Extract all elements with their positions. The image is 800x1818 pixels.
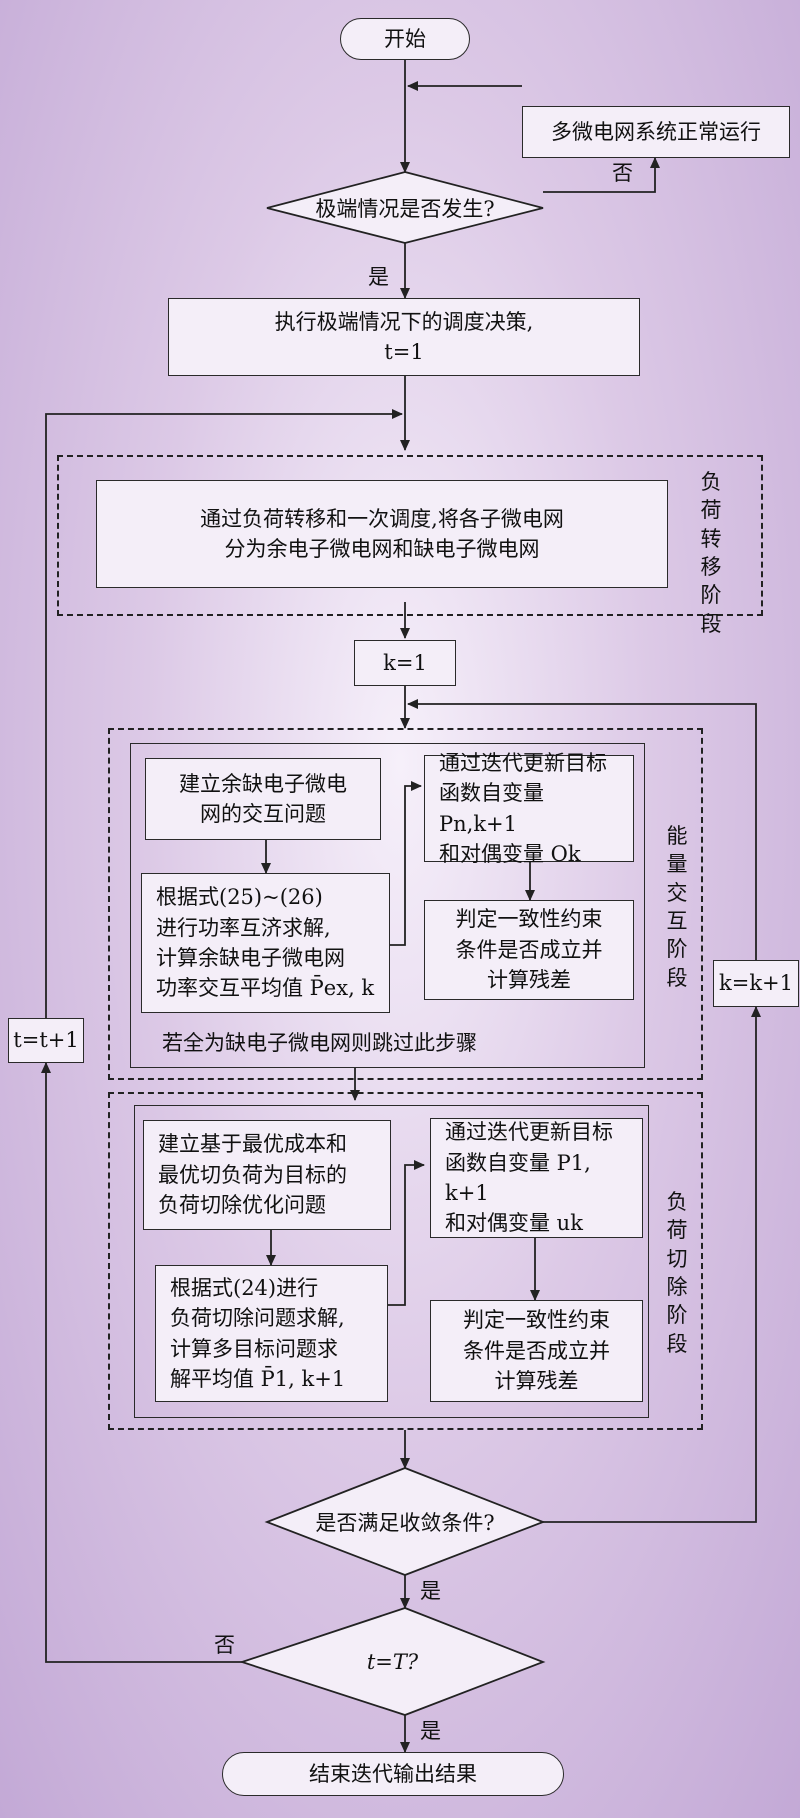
t-check-label: t=T? (366, 1649, 419, 1674)
build-interaction-box: 建立余缺电子微电 网的交互问题 (145, 758, 381, 840)
energy-interaction-stage-label: 能量交互阶段 (666, 824, 688, 990)
edge-label-no-t: 否 (214, 1633, 235, 1657)
energy-interaction-stage-frame (108, 728, 703, 1080)
load-transfer-stage-frame (57, 455, 763, 616)
arrow-solve-to-update (388, 781, 422, 946)
skip-note: 若全为缺电子微电网则跳过此步骤 (162, 1031, 477, 1055)
arrow-no-to-normal (543, 157, 660, 193)
solve-shedding-box: 根据式(24)进行 负荷切除问题求解, 计算多目标问题求 解平均值 P̄1, k… (155, 1265, 388, 1402)
converge-check-diamond (264, 1467, 546, 1576)
load-shedding-stage-label: 负荷切除阶段 (666, 1190, 688, 1356)
update-energy-box: 通过迭代更新目标 函数自变量 Pn,k+1 和对偶变量 Ok (424, 751, 634, 866)
update-shedding-box: 通过迭代更新目标 函数自变量 P1, k+1 和对偶变量 uk (430, 1118, 643, 1238)
load-transfer-stage-label: 负荷转移阶段 (700, 470, 722, 636)
dispatch-box: 执行极端情况下的调度决策, t=1 (168, 298, 640, 376)
load-transfer-box: 通过负荷转移和一次调度,将各子微电网 分为余电子微电网和缺电子微电网 (96, 480, 668, 588)
arrow-converge-no (543, 1006, 761, 1523)
solve-power-box: 根据式(25)~(26) 进行功率互济求解, 计算余缺电子微电网 功率交互平均值… (141, 873, 390, 1013)
arrow-k-increment-up (407, 699, 757, 960)
t-increment-box: t=t+1 (8, 1018, 84, 1063)
edge-label-no-extreme: 否 (612, 161, 633, 185)
end-terminal: 结束迭代输出结果 (222, 1752, 564, 1796)
k-init-box: k=1 (354, 640, 456, 686)
edge-label-yes-converge: 是 (420, 1579, 441, 1603)
arrow-t-no (41, 1062, 242, 1663)
extreme-check-diamond (266, 171, 544, 244)
check-energy-box: 判定一致性约束 条件是否成立并 计算残差 (424, 900, 634, 1000)
start-terminal: 开始 (340, 18, 470, 60)
arrow-t-loop (45, 409, 403, 1018)
k-increment-box: k=k+1 (713, 960, 799, 1007)
build-shedding-box: 建立基于最优成本和 最优切负荷为目标的 负荷切除优化问题 (143, 1120, 391, 1230)
edge-label-yes-t: 是 (420, 1719, 441, 1743)
extreme-check-label: 极端情况是否发生? (315, 196, 495, 221)
load-shedding-inner-frame (134, 1105, 649, 1418)
check-shedding-box: 判定一致性约束 条件是否成立并 计算残差 (430, 1300, 643, 1402)
arrow-solve-to-update-shed (388, 1160, 425, 1306)
normal-operation-box: 多微电网系统正常运行 (522, 106, 790, 158)
t-check-diamond (239, 1607, 546, 1716)
edge-label-yes-extreme: 是 (368, 265, 389, 289)
load-shedding-stage-frame (108, 1092, 703, 1430)
energy-interaction-inner-frame (130, 743, 645, 1068)
converge-check-label: 是否满足收敛条件? (315, 1510, 495, 1535)
